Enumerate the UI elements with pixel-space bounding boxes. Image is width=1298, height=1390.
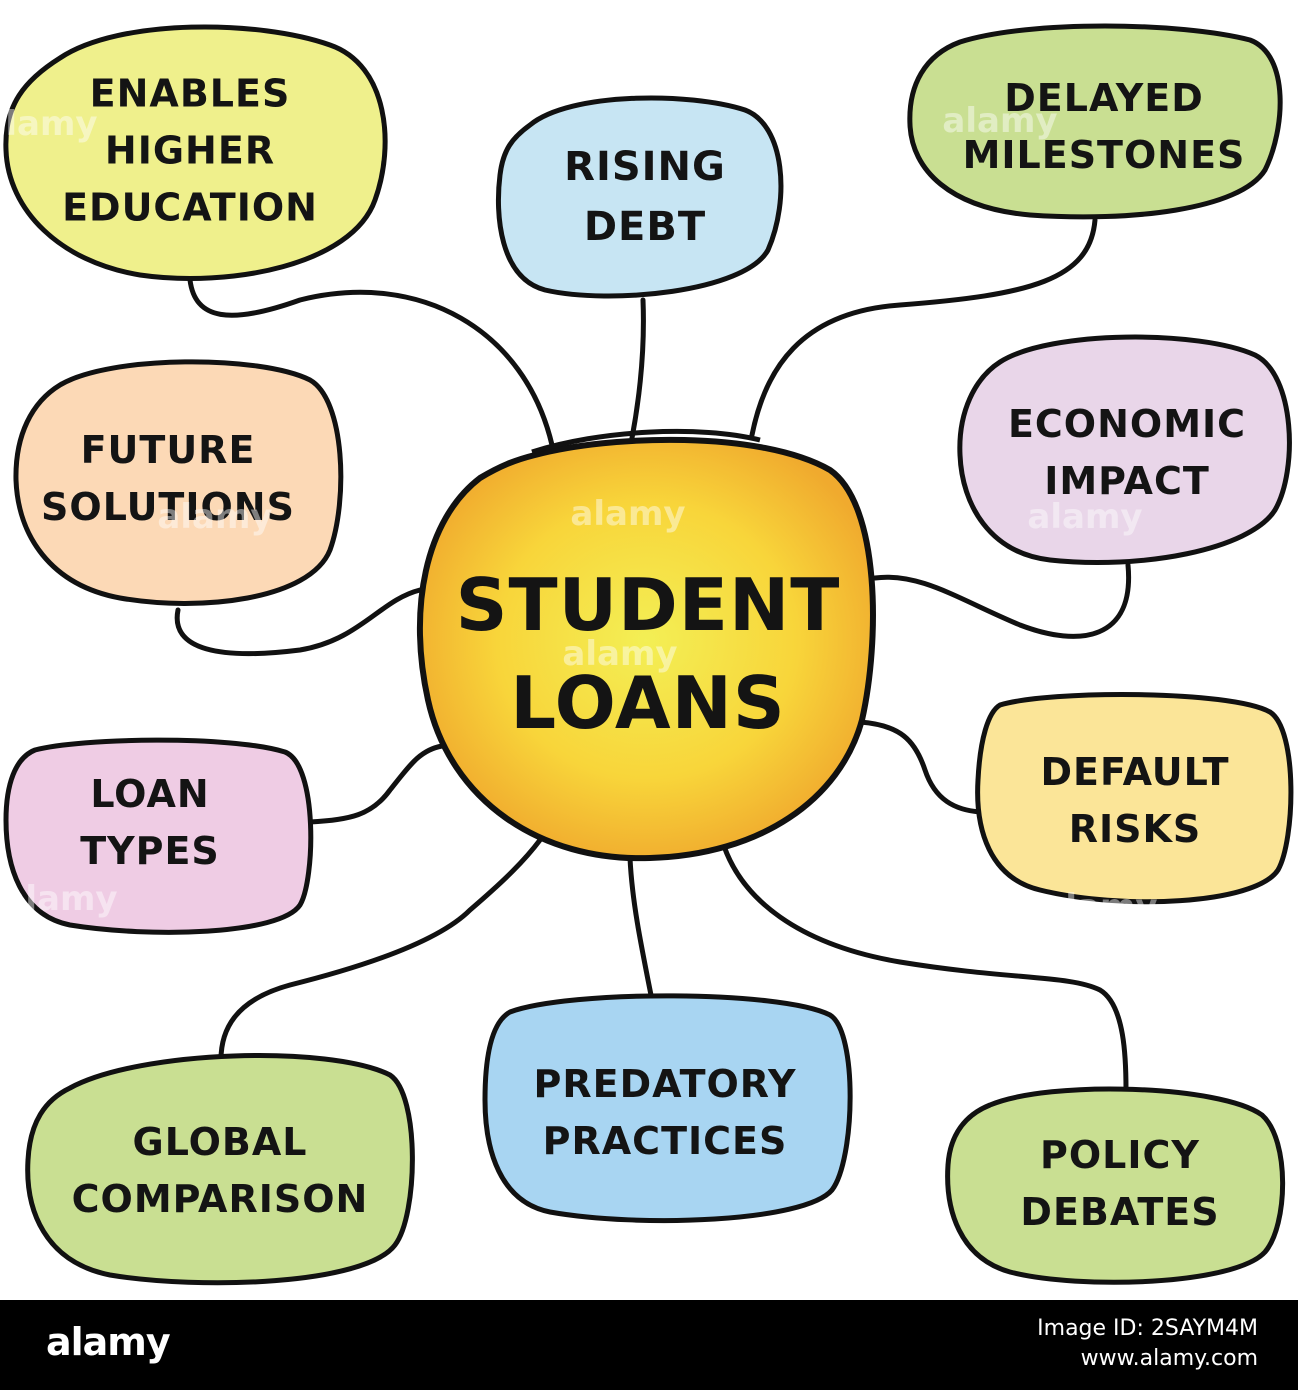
- node-label-line: FUTURE: [81, 428, 256, 472]
- node-label-line: DEFAULT: [1040, 750, 1229, 794]
- node-label: DELAYED MILESTONES: [963, 76, 1246, 177]
- connector-delayed-milestones: [749, 217, 1098, 438]
- watermark: alamy: [157, 497, 272, 537]
- node-label-line: RISING: [564, 144, 726, 190]
- central-node-stroke-accent: [531, 428, 761, 455]
- node-label-line: GLOBAL: [133, 1120, 308, 1164]
- node-label: GLOBAL COMPARISON: [72, 1120, 369, 1221]
- node-label: DEFAULT RISKS: [1040, 750, 1229, 851]
- central-node: STUDENT LOANS: [416, 428, 876, 862]
- node-label-line: IMPACT: [1044, 459, 1210, 503]
- watermark: alamy: [1042, 887, 1157, 927]
- node-label-line: PRACTICES: [543, 1119, 788, 1163]
- node-global-comparison: GLOBAL COMPARISON: [25, 1053, 415, 1286]
- node-future-solutions: FUTURE SOLUTIONS: [13, 359, 344, 606]
- connector-global-comparison: [218, 837, 543, 1066]
- connector-enables-higher-education: [187, 277, 555, 448]
- node-label: PREDATORY PRACTICES: [534, 1062, 797, 1163]
- node-shape: [907, 23, 1283, 220]
- node-label-line: DEBT: [584, 204, 706, 250]
- node-label-line: POLICY: [1040, 1133, 1200, 1177]
- node-label: ECONOMIC IMPACT: [1008, 402, 1246, 503]
- mind-map-diagram: ENABLES HIGHER EDUCATION RISING DEBT DELAYE…: [0, 23, 1294, 1299]
- node-shape: [975, 692, 1294, 905]
- site-url: www.alamy.com: [1080, 1346, 1258, 1371]
- node-predatory-practices: PREDATORY PRACTICES: [482, 993, 853, 1224]
- node-label-line: PREDATORY: [534, 1062, 797, 1106]
- node-label-line: TYPES: [80, 829, 220, 873]
- connector-default-risks: [857, 719, 983, 815]
- node-shape: [957, 334, 1292, 566]
- image-id-block: Image ID: 2SAYM4M www.alamy.com: [1037, 1314, 1258, 1374]
- node-label: RISING DEBT: [564, 144, 726, 250]
- node-enables-higher-education: ENABLES HIGHER EDUCATION: [3, 24, 388, 281]
- watermark: alamy: [1027, 497, 1142, 537]
- connectors: [174, 217, 1132, 1093]
- watermark: alamy: [2, 879, 117, 919]
- node-shape: [496, 95, 784, 299]
- node-delayed-milestones: DELAYED MILESTONES: [907, 23, 1283, 220]
- node-label-line: HIGHER: [105, 128, 275, 172]
- node-shape: [945, 1086, 1286, 1285]
- connector-rising-debt: [629, 297, 646, 441]
- connector-policy-debates: [719, 837, 1129, 1093]
- watermark: alamy: [942, 101, 1057, 141]
- node-label-line: EDUCATION: [62, 185, 318, 229]
- node-economic-impact: ECONOMIC IMPACT: [957, 334, 1292, 566]
- central-node-shape: [416, 436, 876, 862]
- node-label-line: RISKS: [1069, 807, 1202, 851]
- node-label-line: MILESTONES: [963, 133, 1246, 177]
- node-label: POLICY DEBATES: [1020, 1133, 1219, 1234]
- watermark: alamy: [570, 494, 685, 534]
- connector-predatory-practices: [627, 855, 655, 1003]
- node-label-line: SOLUTIONS: [41, 485, 295, 529]
- node-shape: [482, 993, 853, 1224]
- node-policy-debates: POLICY DEBATES: [945, 1086, 1286, 1285]
- node-loan-types: LOAN TYPES: [3, 737, 314, 935]
- node-label-line: DELAYED: [1004, 76, 1204, 120]
- node-label: ENABLES HIGHER EDUCATION: [62, 71, 318, 229]
- node-rising-debt: RISING DEBT: [496, 95, 784, 299]
- node-label-line: ECONOMIC: [1008, 402, 1246, 446]
- connector-future-solutions: [174, 587, 423, 657]
- watermark: alamy: [562, 634, 677, 674]
- connector-loan-types: [307, 743, 445, 825]
- connector-economic-impact: [872, 562, 1132, 639]
- watermark: alamy: [602, 1259, 717, 1299]
- stock-footer-bar: alamy Image ID: 2SAYM4M www.alamy.com: [0, 1300, 1298, 1390]
- node-shape: [25, 1053, 415, 1286]
- node-label: LOAN TYPES: [80, 772, 220, 873]
- node-label-line: ENABLES: [90, 71, 291, 115]
- node-label-line: DEBATES: [1020, 1190, 1219, 1234]
- watermarks: alamy alamy alamy alamy alamy alamy alam…: [0, 101, 1158, 1299]
- alamy-logo: alamy: [46, 1320, 171, 1364]
- central-label-line-1: STUDENT: [456, 563, 841, 647]
- node-label: FUTURE SOLUTIONS: [41, 428, 295, 529]
- node-label-line: COMPARISON: [72, 1177, 369, 1221]
- central-label-line-2: LOANS: [510, 661, 785, 745]
- node-default-risks: DEFAULT RISKS: [975, 692, 1294, 905]
- node-shape: [13, 359, 344, 606]
- node-label-line: LOAN: [90, 772, 209, 816]
- image-id: Image ID: 2SAYM4M: [1037, 1316, 1258, 1341]
- watermark: alamy: [0, 104, 98, 144]
- node-shape: [3, 24, 388, 281]
- node-shape: [3, 737, 314, 935]
